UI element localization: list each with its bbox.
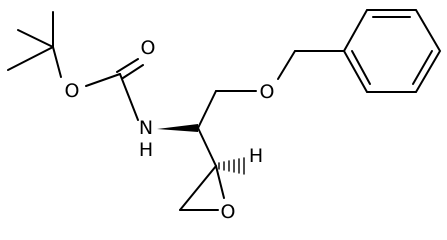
bond-ether-oxygen-to-benzyl-carbon xyxy=(277,50,296,80)
bond-tbu-to-ester-oxygen xyxy=(52,46,62,78)
bond-carbonyl-double-outer xyxy=(116,58,139,73)
bond-carbonyl-double-inner xyxy=(122,64,144,79)
benzyl-ether-chain xyxy=(197,50,345,129)
phenyl-ring xyxy=(342,9,442,93)
bond-carbonyl-carbon-to-nitrogen xyxy=(119,73,139,121)
epoxide-ring xyxy=(179,165,225,211)
bond-stereocenter-to-methylene xyxy=(197,90,217,129)
ether-oxygen-label: O xyxy=(260,81,275,103)
phenyl-ring-outline xyxy=(342,9,442,93)
phenyl-double-bond-left xyxy=(351,50,371,85)
tert-butyl-group xyxy=(7,11,62,78)
carbonyl-oxygen-label: O xyxy=(141,37,156,59)
epoxide-oxygen-label: O xyxy=(221,201,236,223)
bond-epoxide-ch-to-oxygen xyxy=(215,165,225,199)
bond-stereocenter-to-epoxide-carbon xyxy=(197,127,217,167)
hashed-bond-epoxide-hydrogen xyxy=(218,157,245,175)
phenyl-double-bond-right xyxy=(412,50,433,85)
amide-nitrogen-label: N xyxy=(139,117,153,139)
wedge-bond-nitrogen-stereocenter xyxy=(157,124,198,132)
carbamate-group xyxy=(85,58,144,121)
ester-oxygen-label: O xyxy=(65,80,80,102)
bond-ester-oxygen-to-carbonyl-carbon xyxy=(85,73,121,87)
bond-tbu-methyl-left-lower xyxy=(7,46,54,71)
epoxide-hydrogen-label: H xyxy=(249,145,263,167)
amide-hydrogen-label: H xyxy=(139,139,153,161)
bond-epoxide-carbon-carbon xyxy=(179,165,217,211)
bond-tbu-methyl-left-upper xyxy=(17,29,54,48)
